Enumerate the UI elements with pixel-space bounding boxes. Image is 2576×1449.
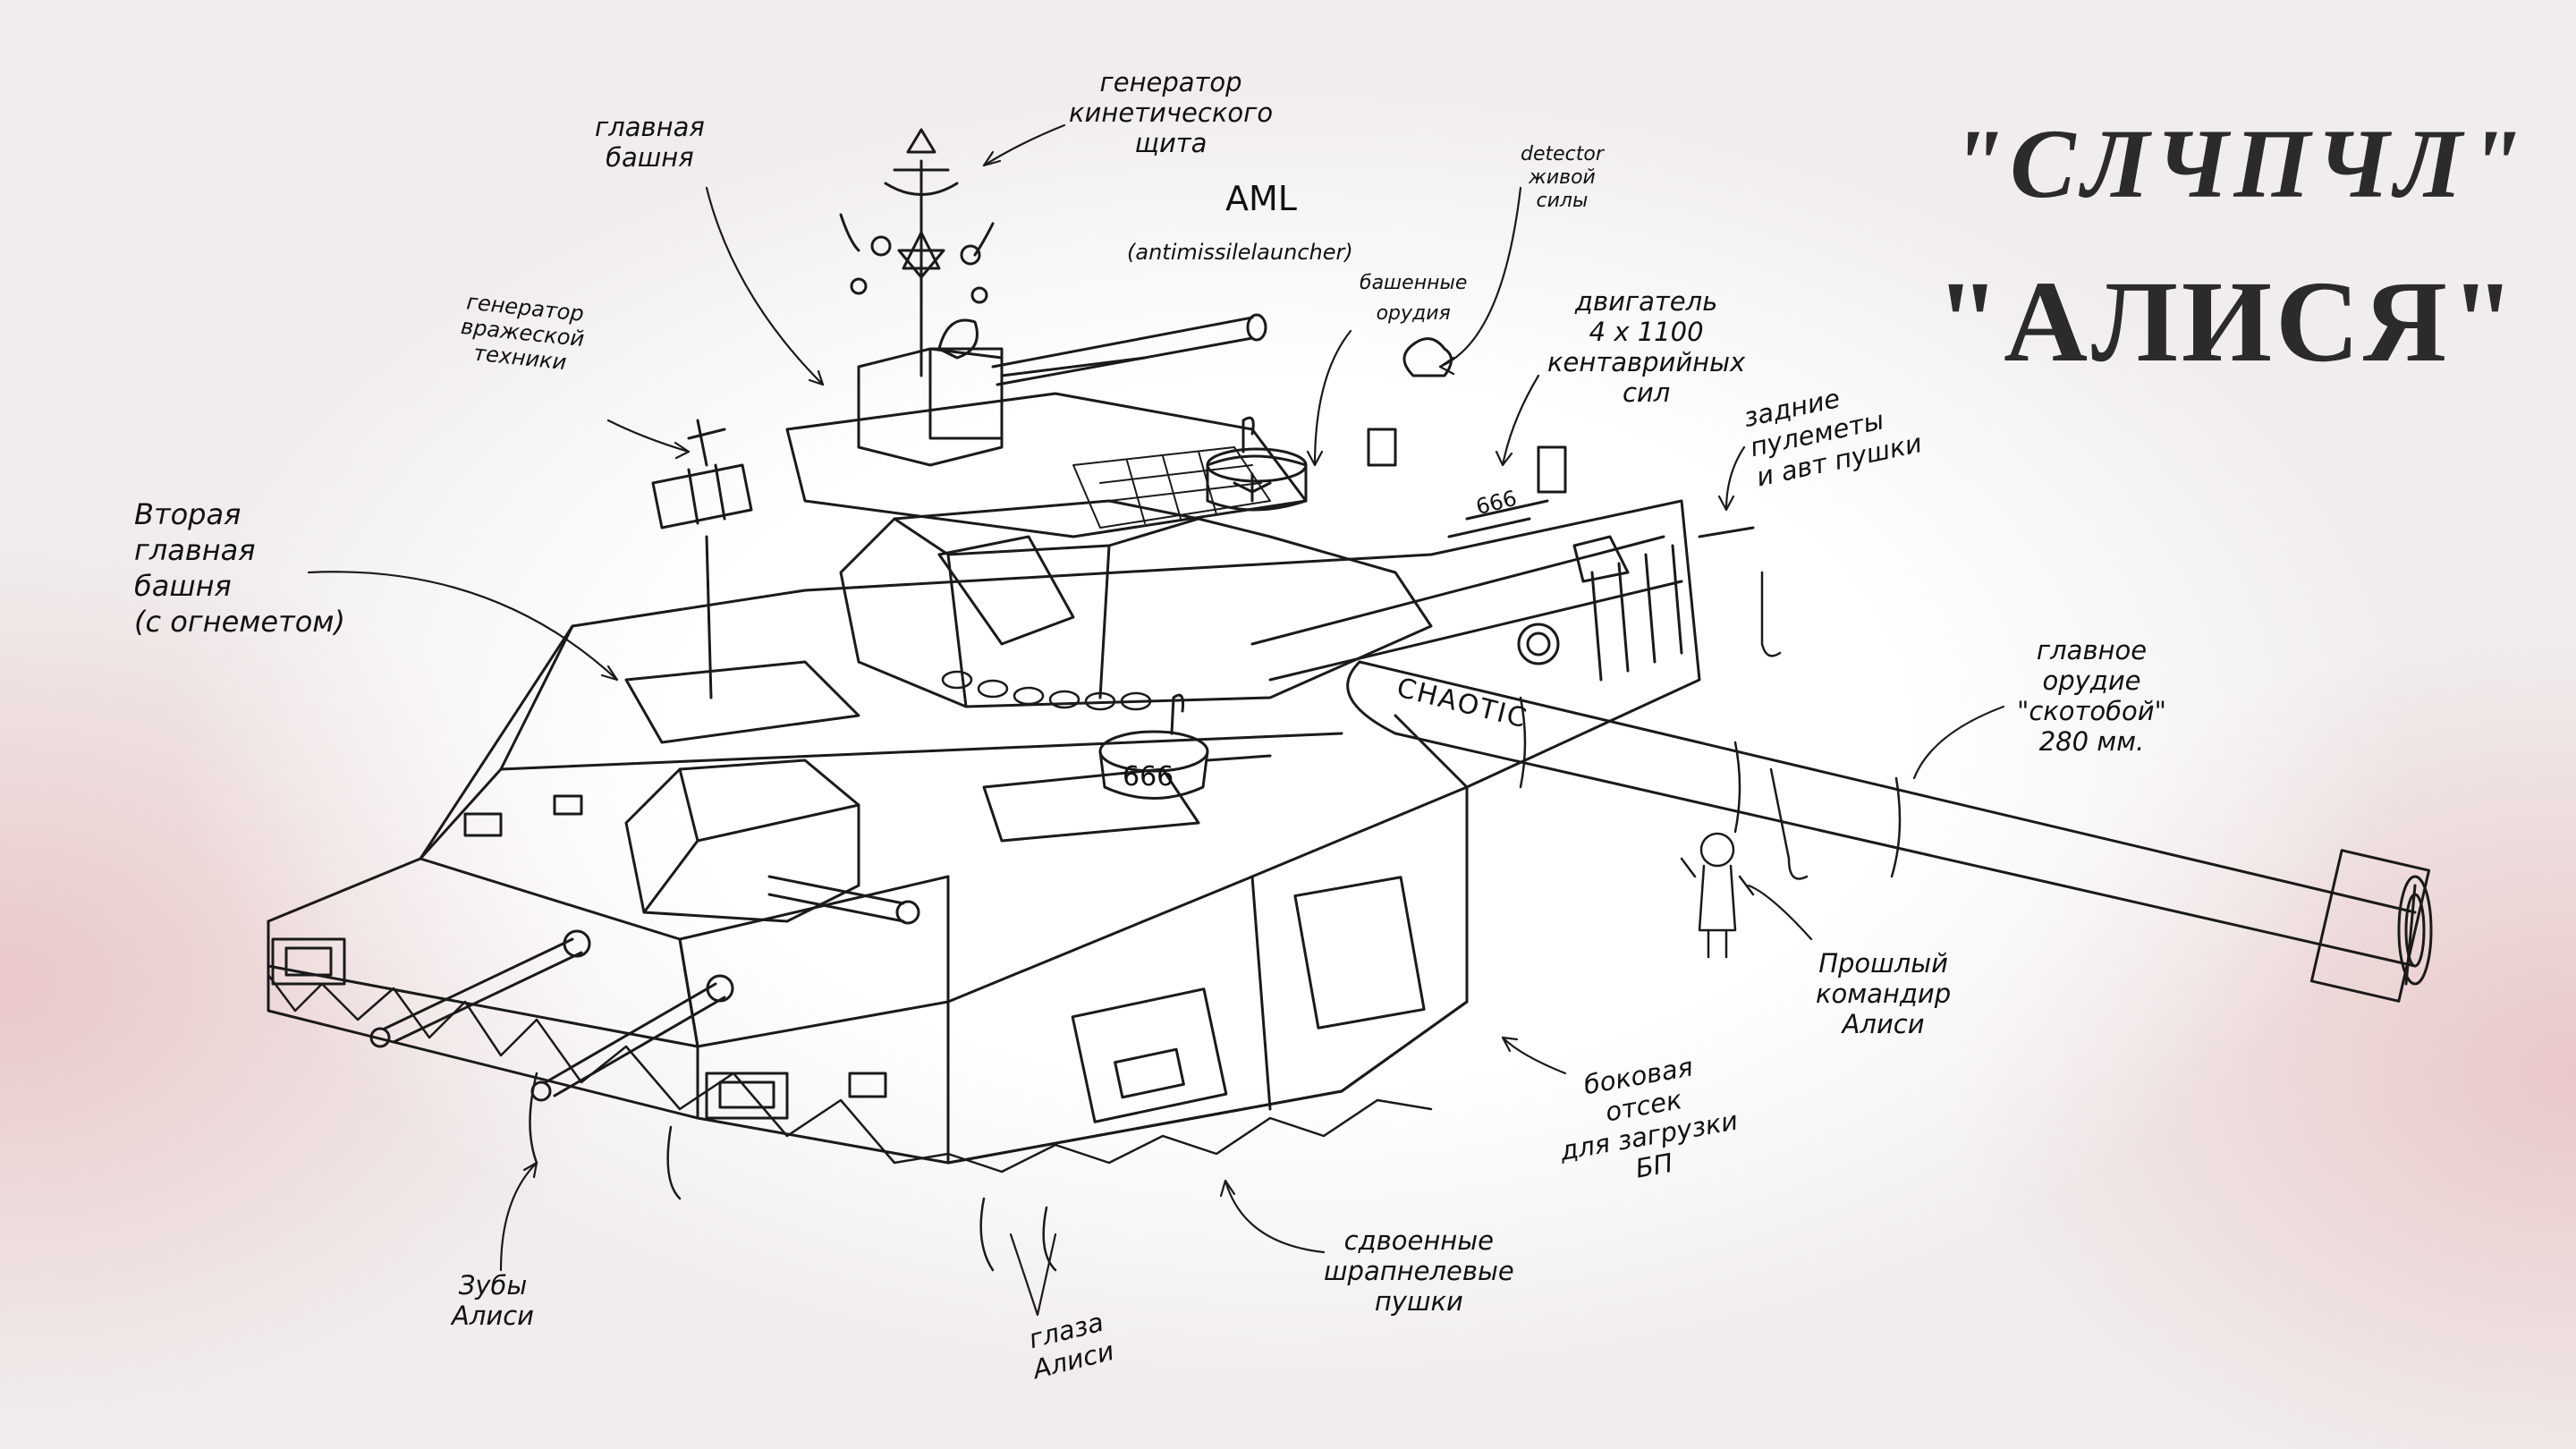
label-main-turret: главная башня — [595, 112, 705, 173]
label-kinetic-shield-generator: генератор кинетического щита — [1069, 67, 1274, 158]
leader-lines — [307, 123, 2005, 1317]
label-twin-guns: сдвоенные шрапнелевые пушки — [1324, 1225, 1514, 1317]
label-detector: detector живой силы — [1521, 143, 1604, 212]
label-teeth: Зубы Алиси — [452, 1270, 535, 1331]
commander-figure — [1680, 832, 1755, 959]
title-name: "АЛИСЯ" — [1936, 258, 2519, 386]
label-main-gun: главное орудие "скотобой" 280 мм. — [2017, 635, 2166, 757]
hull — [267, 499, 1701, 1165]
antenna-mast — [839, 128, 995, 377]
label-aml: AML — [1225, 179, 1297, 218]
label-aml-full: (antimissilelauncher) — [1127, 240, 1353, 265]
cupola-marking: 666 — [1123, 761, 1174, 792]
hull-cupola — [1098, 693, 1272, 800]
label-commander: Прошлый командир Алиси — [1816, 948, 1952, 1039]
label-turret-guns: башенные орудия — [1360, 272, 1468, 325]
label-engine: двигатель 4 x 1100 кентаврийных сил — [1547, 286, 1746, 408]
rear-details — [1367, 337, 1630, 665]
label-enemy-tech-generator: генератор вражеской техники — [459, 289, 586, 376]
hull-guns — [369, 929, 734, 1102]
aml-turret — [1206, 416, 1308, 512]
label-second-turret: Вторая главная башня (с огнеметом) — [134, 497, 345, 639]
second-turret — [624, 419, 920, 925]
title-stylized: "СЛЧПЧЛ" — [1950, 109, 2528, 218]
main-gun — [1346, 526, 2433, 1003]
main-turret — [785, 313, 1433, 711]
